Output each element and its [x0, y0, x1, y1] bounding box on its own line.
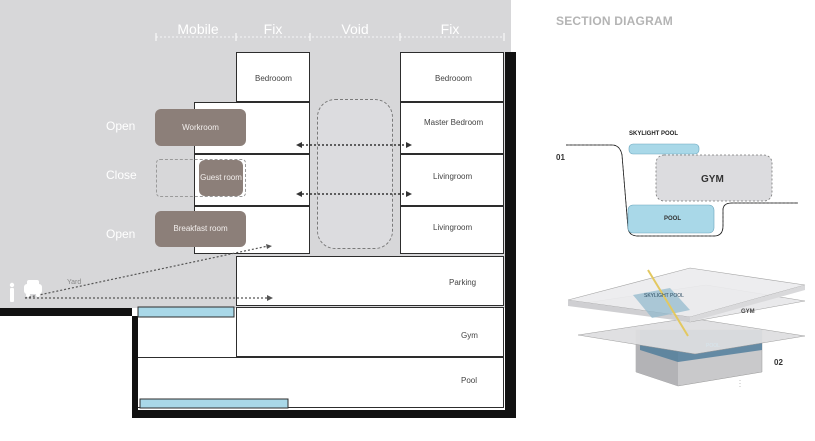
mobile-room-breakfast: Breakfast room	[155, 211, 246, 247]
detail-01-gym	[655, 154, 773, 202]
sight-lines	[24, 245, 269, 299]
detail-01-pool	[627, 204, 715, 234]
person-icon	[9, 282, 15, 302]
column-label-fix-right: Fix	[440, 21, 460, 37]
detail-01-pool-label: POOL	[664, 216, 682, 222]
room-gym: Gym	[236, 307, 504, 357]
detail-02-gym-label: GYM	[741, 309, 755, 315]
detail-01-number: 01	[556, 153, 565, 162]
void-atrium	[317, 99, 393, 249]
void-connection-arrows	[298, 144, 410, 195]
car-icon	[24, 280, 42, 297]
detail-02-number: 02	[774, 358, 783, 367]
room-parking: Parking	[236, 256, 504, 306]
yard-label: Yard	[67, 279, 82, 286]
column-label-void: Void	[341, 21, 369, 37]
pool-water	[139, 398, 289, 409]
mobile-room-guest: Guest room	[199, 160, 243, 196]
column-dividers	[155, 33, 505, 41]
detail-01-skylight-label: SKYLIGHT POOL	[629, 131, 679, 137]
detail-02-pool-label: POOL	[706, 343, 720, 349]
detail-02-axonometric	[567, 267, 806, 388]
skylight-pool-water	[137, 306, 235, 318]
row-state-close: Close	[106, 168, 137, 182]
column-label-mobile: Mobile	[177, 21, 219, 37]
room-livingroom-2: Livingroom	[400, 206, 504, 254]
guest-room-outline	[156, 159, 246, 197]
detail-01-gym-label: GYM	[701, 174, 724, 185]
room-livingroom-1: Livingroom	[400, 154, 504, 206]
row-state-open-bottom: Open	[106, 227, 136, 241]
sight-arrow-heads	[266, 244, 273, 301]
arrow-heads	[296, 142, 412, 197]
detail-02-skylight-label: SKYLIGHT POOL	[644, 293, 684, 299]
mobile-room-workroom: Workroom	[155, 109, 246, 146]
detail-01-skylight-pool	[628, 143, 700, 155]
room-master-bedroom: Master Bedroom	[400, 102, 504, 154]
detail-01-section	[566, 143, 798, 237]
row-state-open-top: Open	[106, 119, 136, 133]
ground-and-foundation	[0, 52, 516, 418]
diagram-title: SECTION DIAGRAM	[556, 14, 673, 28]
room-bedroom-right: Bedrooom	[400, 52, 504, 102]
column-label-fix-left: Fix	[263, 21, 283, 37]
room-bedroom-left: Bedrooom	[236, 52, 310, 102]
